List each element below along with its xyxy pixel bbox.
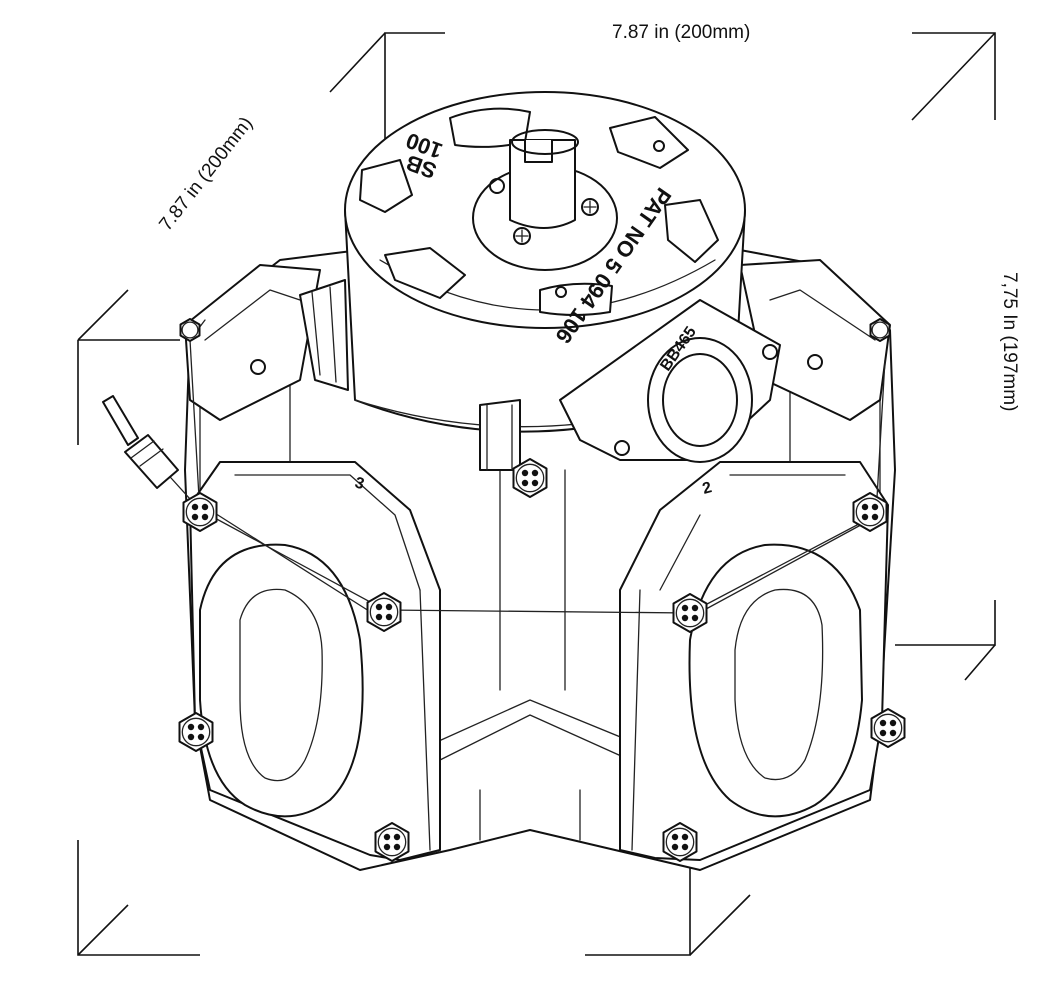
cap-pads: [359, 107, 719, 316]
bolt-head: [870, 708, 906, 748]
port-number-2: 2: [701, 479, 714, 498]
bolt-head: [366, 592, 402, 632]
bolt-head: [182, 492, 218, 532]
bolt-heads: [178, 318, 906, 862]
bolt-head: [512, 458, 548, 498]
bolt-head: [869, 318, 891, 342]
left-bracket: [184, 264, 321, 421]
port-number-3: 3: [353, 474, 366, 493]
drive-shaft: [472, 129, 618, 271]
dimension-lines: [77, 32, 996, 956]
bolt-head: [672, 593, 708, 633]
wire-seal: [102, 395, 179, 489]
bolt-head: [662, 822, 698, 862]
bolt-head: [179, 318, 201, 342]
bolt-head: [178, 712, 214, 752]
left-cylinder-head: 3: [189, 461, 441, 861]
port-flange: BB465: [559, 299, 781, 463]
right-cylinder-head: 2: [619, 461, 889, 861]
center-rib: [299, 279, 521, 471]
width-dimension-label: 7.87 in (200mm): [612, 22, 750, 43]
depth-dimension-label: 7.87 in (200mm): [155, 113, 257, 235]
height-dimension-label: 7,75 In (197mm): [999, 272, 1020, 411]
bolt-head: [852, 492, 888, 532]
bolt-head: [374, 822, 410, 862]
